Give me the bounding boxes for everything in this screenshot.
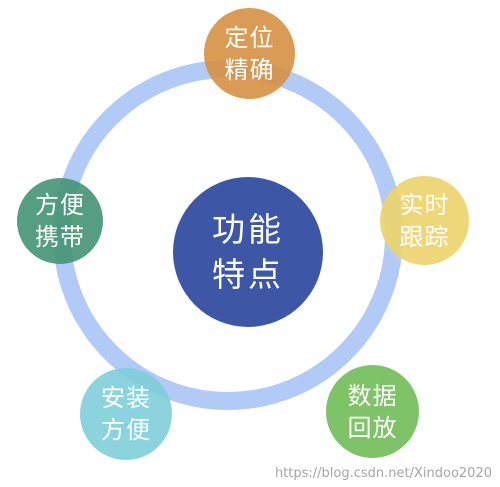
- node-realtime-tracking: 实时 跟踪: [380, 176, 469, 265]
- node-left-line2: 携带: [35, 223, 85, 251]
- node-bottom-left-line2: 方便: [101, 416, 151, 444]
- node-bottom-right-line1: 数据: [347, 381, 398, 410]
- node-easy-installation: 安装 方便: [80, 368, 172, 460]
- node-right-line1: 实时: [399, 190, 450, 219]
- node-bottom-left-line1: 安装: [101, 384, 151, 412]
- node-left-line1: 方便: [35, 191, 85, 219]
- center-label-line1: 功能: [212, 210, 284, 249]
- node-top-line1: 定位: [224, 23, 275, 52]
- node-easy-carry: 方便 携带: [17, 178, 103, 264]
- node-top-line2: 精确: [224, 55, 275, 84]
- center-label-line2: 特点: [212, 255, 284, 294]
- node-right-line2: 跟踪: [399, 222, 450, 251]
- node-bottom-right-line2: 回放: [347, 413, 398, 442]
- node-data-playback: 数据 回放: [326, 365, 419, 458]
- center-circle-features: 功能 特点: [173, 177, 323, 327]
- watermark-text: https://blog.csdn.net/Xindoo2020: [274, 466, 492, 481]
- node-precise-positioning: 定位 精确: [204, 8, 295, 99]
